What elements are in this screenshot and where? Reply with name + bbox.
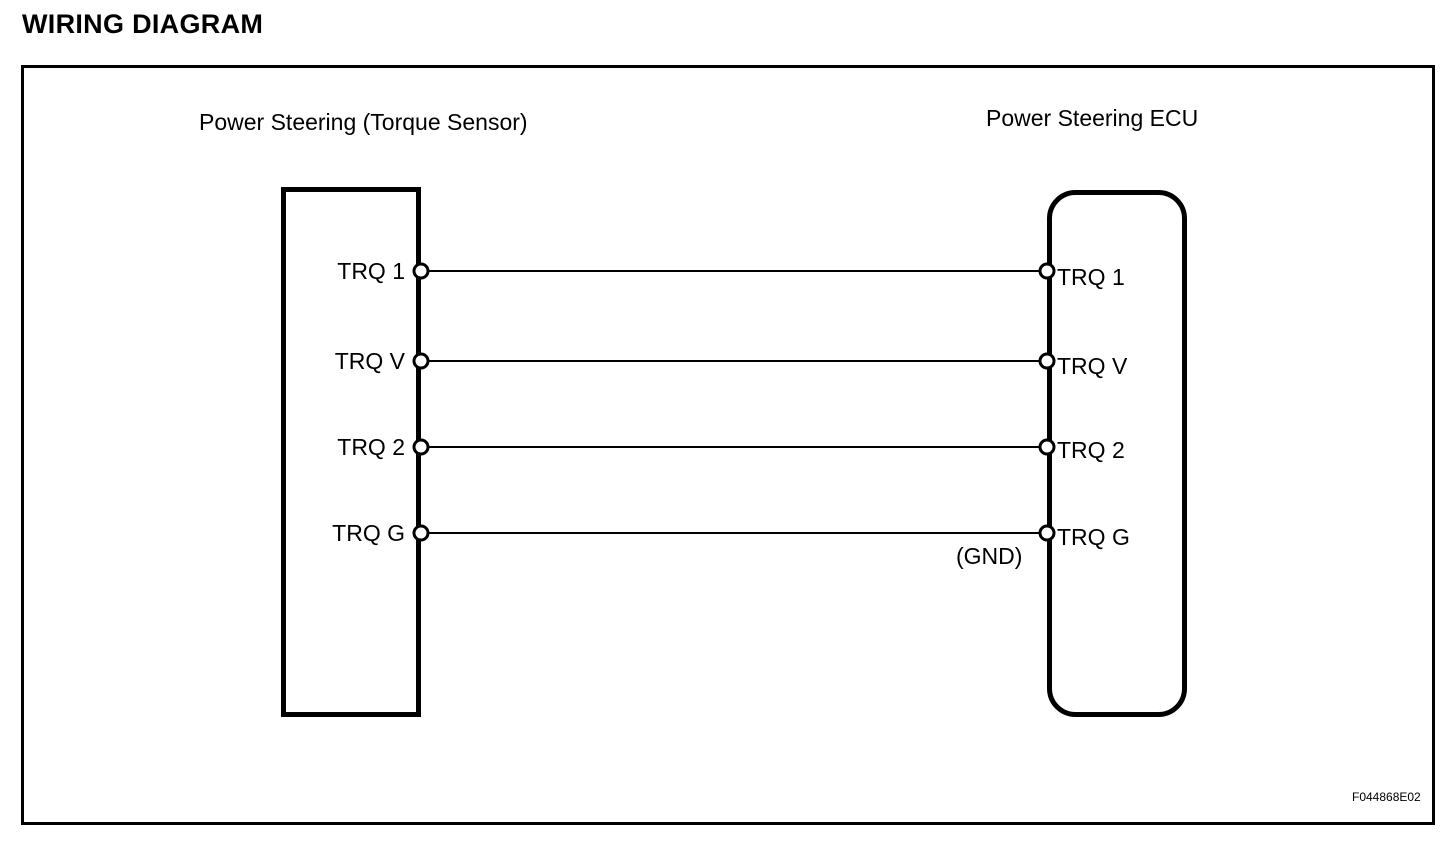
sensor-terminal-label-trq-v: TRQ V xyxy=(334,348,405,374)
ecu-terminal-label-trq-2: TRQ 2 xyxy=(1057,437,1125,463)
reference-code: F044868E02 xyxy=(1352,790,1421,804)
ecu-terminal-label-trq-v: TRQ V xyxy=(1057,353,1128,379)
sensor-terminal-label-trq-g: TRQ G xyxy=(332,520,405,546)
page-title: WIRING DIAGRAM xyxy=(22,9,264,39)
sensor-terminal-label-trq-1: TRQ 1 xyxy=(337,258,405,284)
diagram-frame xyxy=(21,65,1435,825)
ecu-terminal-label-trq-1: TRQ 1 xyxy=(1057,264,1125,290)
ecu-header-label: Power Steering ECU xyxy=(986,105,1199,131)
ecu-terminal-label-trq-g: TRQ G xyxy=(1057,524,1130,550)
sensor-header-label: Power Steering (Torque Sensor) xyxy=(199,109,528,135)
sensor-terminal-label-trq-2: TRQ 2 xyxy=(337,434,405,460)
gnd-annotation: (GND) xyxy=(956,543,1023,569)
